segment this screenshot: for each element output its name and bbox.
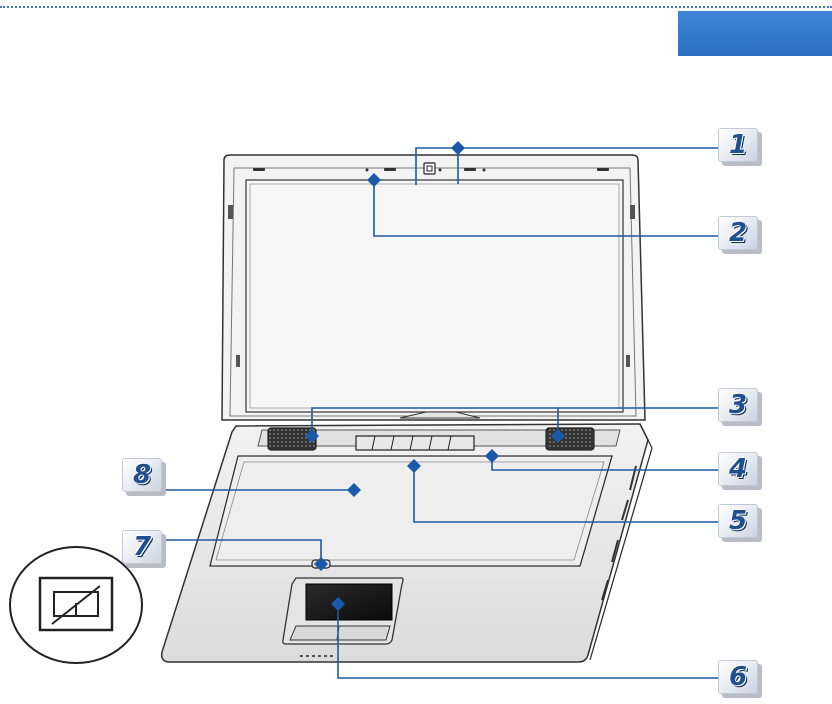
callout-5-label: 5 bbox=[728, 506, 748, 536]
callout-2-label: 2 bbox=[728, 218, 748, 248]
callout-3: 3 bbox=[718, 388, 764, 426]
callout-8: 8 bbox=[122, 458, 168, 496]
callout-5: 5 bbox=[718, 504, 764, 542]
callout-1-label: 1 bbox=[728, 130, 748, 160]
callout-8-label: 8 bbox=[132, 460, 152, 490]
callout-4: 4 bbox=[718, 452, 764, 490]
callout-7: 7 bbox=[122, 530, 168, 568]
touchpad bbox=[305, 583, 393, 621]
display-panel bbox=[245, 179, 624, 413]
callout-1: 1 bbox=[718, 128, 764, 166]
laptop-lid bbox=[221, 154, 646, 421]
quick-launch-buttons bbox=[355, 435, 475, 451]
callout-6-label: 6 bbox=[728, 662, 748, 692]
callout-7-label: 7 bbox=[132, 532, 152, 562]
callout-4-label: 4 bbox=[728, 454, 748, 484]
callout-2: 2 bbox=[718, 216, 764, 254]
leader-lines bbox=[140, 147, 720, 679]
touchpad-disabled-icon bbox=[0, 540, 150, 665]
keyboard-area bbox=[209, 455, 613, 567]
callout-3-label: 3 bbox=[728, 390, 748, 420]
callout-6: 6 bbox=[718, 660, 764, 698]
webcam bbox=[423, 162, 436, 175]
header-tab bbox=[678, 11, 832, 56]
laptop-base bbox=[160, 423, 653, 663]
marker-diamonds bbox=[305, 141, 565, 611]
header-dotted-rule bbox=[0, 6, 832, 8]
speaker-right bbox=[545, 427, 595, 451]
